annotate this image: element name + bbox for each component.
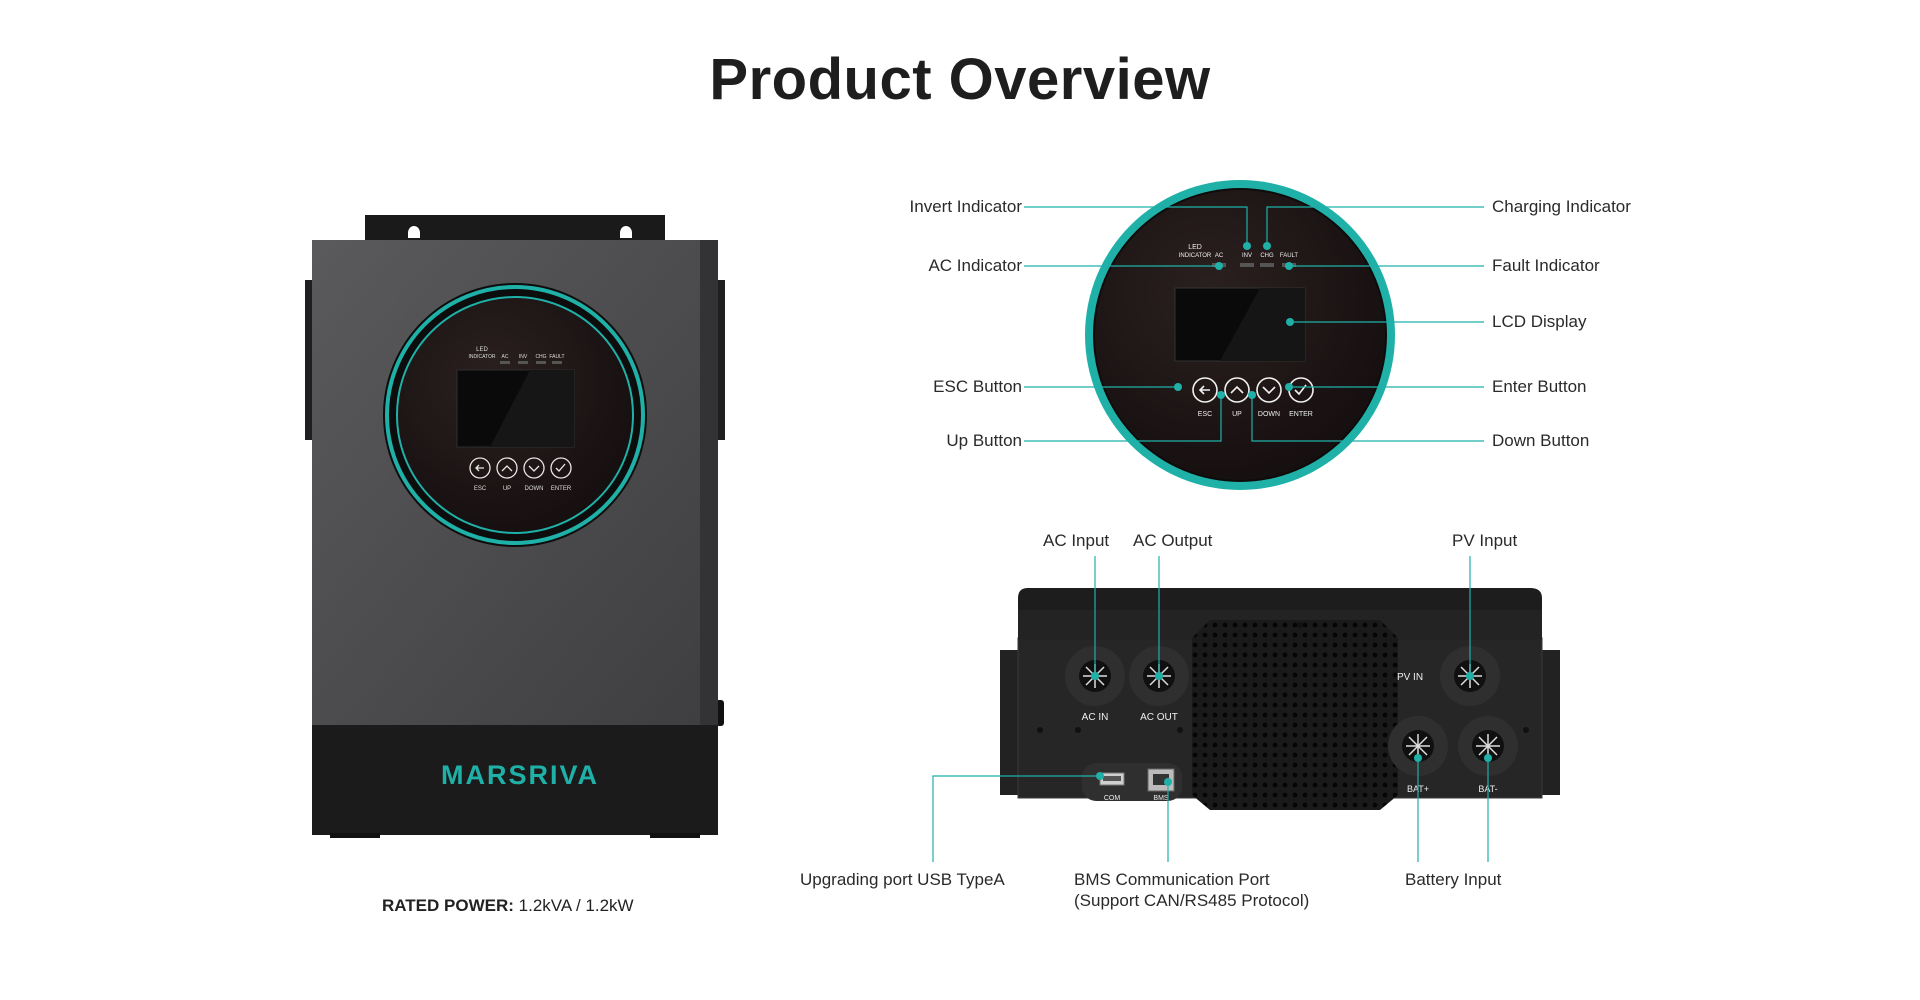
svg-text:AC OUT: AC OUT	[1140, 712, 1178, 723]
svg-text:ESC: ESC	[1198, 411, 1212, 418]
terminal-bat-pos	[1388, 716, 1448, 776]
svg-text:AC: AC	[502, 354, 509, 360]
callout-bms-port: BMS Communication Port	[1074, 870, 1270, 889]
inverter-bottom-view: AC IN AC OUT PV IN COM BMS BAT+ BAT-	[1000, 588, 1560, 810]
callout-pv-input: PV Input	[1452, 531, 1518, 550]
svg-text:AC: AC	[1215, 253, 1224, 259]
svg-text:BAT+: BAT+	[1407, 784, 1429, 794]
callout-charging-indicator: Charging Indicator	[1492, 197, 1631, 216]
svg-text:CHG: CHG	[1260, 253, 1274, 259]
callout-ac-input: AC Input	[1043, 531, 1110, 550]
svg-text:ENTER: ENTER	[551, 486, 572, 492]
terminal-pv-in	[1440, 646, 1500, 706]
svg-text:LED: LED	[1188, 244, 1202, 251]
callout-bms-port-note: (Support CAN/RS485 Protocol)	[1074, 891, 1310, 910]
inverter-front-view: LED INDICATOR AC INV CHG FAULT ESC UP DO…	[305, 215, 725, 838]
svg-text:PV IN: PV IN	[1397, 672, 1423, 683]
callout-esc-button: ESC Button	[933, 377, 1022, 396]
callout-ac-output: AC Output	[1133, 531, 1213, 550]
svg-text:INDICATOR: INDICATOR	[468, 354, 495, 360]
svg-text:CHG: CHG	[535, 354, 546, 360]
svg-text:AC IN: AC IN	[1082, 712, 1109, 723]
terminal-ac-out	[1129, 646, 1189, 706]
svg-text:INV: INV	[519, 354, 528, 360]
callout-fault-indicator: Fault Indicator	[1492, 256, 1600, 275]
svg-text:ESC: ESC	[474, 486, 487, 492]
rated-power: RATED POWER: 1.2kVA / 1.2kW	[382, 896, 634, 916]
callout-up-button: Up Button	[946, 431, 1022, 450]
svg-text:DOWN: DOWN	[525, 486, 544, 492]
svg-text:UP: UP	[1232, 411, 1242, 418]
mount-hole-right	[620, 226, 632, 238]
mount-hole-left	[408, 226, 420, 238]
svg-text:FAULT: FAULT	[549, 354, 564, 360]
vent-grille	[1192, 620, 1398, 810]
svg-text:BMS: BMS	[1153, 795, 1169, 802]
terminal-bat-neg	[1458, 716, 1518, 776]
callout-enter-button: Enter Button	[1492, 377, 1587, 396]
rated-power-value: 1.2kVA / 1.2kW	[518, 896, 634, 915]
svg-text:LED: LED	[476, 347, 488, 353]
page-title: Product Overview	[709, 47, 1211, 112]
svg-text:FAULT: FAULT	[1280, 253, 1299, 259]
callout-ac-indicator: AC Indicator	[928, 256, 1022, 275]
callout-battery-input: Battery Input	[1405, 870, 1502, 889]
terminal-ac-in	[1065, 646, 1125, 706]
svg-text:BAT-: BAT-	[1478, 784, 1497, 794]
callout-usb-port: Upgrading port USB TypeA	[800, 870, 1005, 889]
svg-text:INV: INV	[1242, 253, 1252, 259]
callout-invert-indicator: Invert Indicator	[909, 197, 1022, 216]
svg-text:UP: UP	[503, 486, 511, 492]
svg-text:INDICATOR: INDICATOR	[1179, 253, 1212, 259]
front-panel-zoom: LED INDICATOR AC INV CHG FAULT ESC UP DO…	[1085, 180, 1395, 490]
rated-power-label: RATED POWER:	[382, 896, 514, 915]
svg-text:COM: COM	[1104, 795, 1121, 802]
svg-text:DOWN: DOWN	[1258, 411, 1280, 418]
callout-down-button: Down Button	[1492, 431, 1590, 450]
svg-text:ENTER: ENTER	[1289, 411, 1313, 418]
inverter-base	[312, 725, 718, 835]
brand-logo: MARSRIVA	[440, 760, 599, 790]
callout-lcd-display: LCD Display	[1492, 312, 1587, 331]
